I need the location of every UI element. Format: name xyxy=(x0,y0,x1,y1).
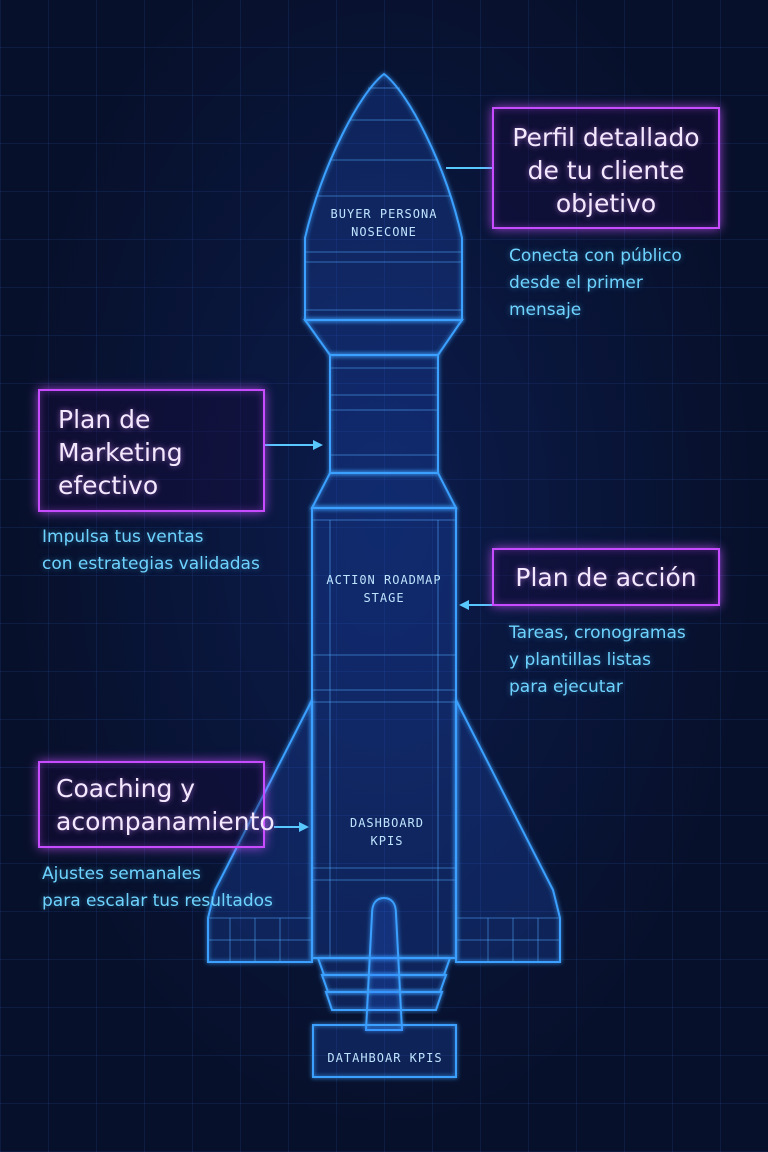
stage-label-line1: ACTI0N ROADMAP xyxy=(326,573,441,587)
nosecone-label-line2: NOSECONE xyxy=(351,225,417,239)
stage-label-line2: STAGE xyxy=(363,591,404,605)
base-label: DATAHBOAR KPIS xyxy=(327,1051,442,1065)
desc-coaching-line1: Ajustes semanales xyxy=(42,864,201,884)
left-fin-grid xyxy=(208,918,312,962)
callout-marketing-title-1: Plan de xyxy=(58,405,151,434)
callout-action-plan-title: Plan de acción xyxy=(515,563,697,592)
desc-action-plan-line3: para ejecutar xyxy=(509,677,623,697)
arrowhead-coaching xyxy=(299,822,309,832)
desc-marketing-line2: con estrategias validadas xyxy=(42,554,260,574)
callout-buyer-persona-title-3: objetivo xyxy=(555,189,657,218)
callout-marketing-title-3: efectivo xyxy=(58,471,159,500)
callout-buyer-persona-title-1: Perfil detallado xyxy=(512,123,700,152)
right-fin xyxy=(455,699,561,963)
callout-action-plan: Plan de acción xyxy=(492,548,720,606)
desc-action-plan-line2: y plantillas listas xyxy=(509,650,651,670)
stage-adapter xyxy=(310,472,458,509)
callout-coaching: Coaching y acompanamiento xyxy=(38,761,275,848)
desc-buyer-persona: Conecta con público desde el primer mens… xyxy=(509,243,682,324)
desc-marketing-line1: Impulsa tus ventas xyxy=(42,527,204,547)
nosecone-label-line1: BUYER PERSONA xyxy=(331,207,438,221)
arrowhead-marketing xyxy=(313,440,323,450)
right-fin-grid xyxy=(456,918,560,962)
desc-marketing-plan: Impulsa tus ventas con estrategias valid… xyxy=(42,524,260,578)
desc-coaching: Ajustes semanales para escalar tus resul… xyxy=(42,861,273,915)
callout-buyer-persona: Perfil detallado de tu cliente objetivo xyxy=(492,107,720,229)
nosecone-collar xyxy=(303,319,464,356)
desc-action-plan: Tareas, cronogramas y plantillas listas … xyxy=(509,620,686,701)
desc-coaching-line2: para escalar tus resultados xyxy=(42,891,273,911)
desc-buyer-persona-line1: Conecta con público xyxy=(509,246,682,266)
arrowhead-action-plan xyxy=(459,600,469,610)
dashboard-label-line1: DASHBOARD xyxy=(350,816,424,830)
callout-marketing-title-2: Marketing xyxy=(58,438,183,467)
callout-buyer-persona-title-2: de tu cliente xyxy=(527,156,685,185)
upper-stage xyxy=(329,354,439,474)
desc-action-plan-line1: Tareas, cronogramas xyxy=(509,623,686,643)
callout-coaching-title-2: acompanamiento xyxy=(56,807,275,836)
main-body xyxy=(311,507,457,959)
base-block xyxy=(312,1024,457,1078)
callout-coaching-title-1: Coaching y xyxy=(56,774,196,803)
desc-buyer-persona-line3: mensaje xyxy=(509,300,582,320)
dashboard-label-line2: KPIS xyxy=(371,834,404,848)
callout-marketing-plan: Plan de Marketing efectivo xyxy=(38,389,265,512)
desc-buyer-persona-line2: desde el primer xyxy=(509,273,643,293)
nosecone xyxy=(304,72,463,321)
